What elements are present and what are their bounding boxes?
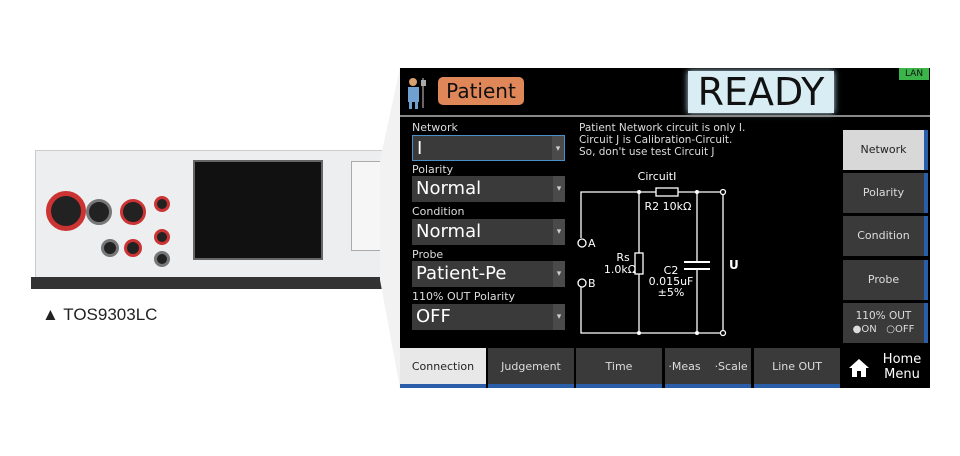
status-display: READY [688,71,834,113]
tab-line-out[interactable]: Line OUT [754,348,840,388]
condition-dropdown[interactable]: Normal ▾ [412,219,565,245]
chevron-down-icon: ▾ [553,219,565,245]
patient-icon [408,78,426,109]
device-jack [120,199,146,225]
side-button-polarity[interactable]: Polarity [843,173,928,213]
terminal-b: B [588,277,596,290]
home-label: Home [882,352,922,367]
polarity-value: Normal [416,178,482,199]
out110-polarity-dropdown[interactable]: OFF ▾ [412,304,565,330]
menu-label: Menu [884,367,920,382]
device-jack [46,191,86,231]
tab-connection[interactable]: Connection [400,348,486,388]
tab-time[interactable]: Time [576,348,662,388]
tab-judgement[interactable]: Judgement [488,348,574,388]
device-jack [154,196,170,212]
radio-off-icon: ○ [886,324,895,335]
terminal-a: A [588,237,596,250]
mode-badge: Patient [438,77,524,105]
side-button-110-out[interactable]: 110% OUT ●ON ○OFF [843,303,928,343]
chevron-down-icon: ▾ [552,136,564,160]
network-label: Network [412,121,458,134]
radio-on-icon: ● [852,324,862,335]
out110-label: 110% OUT [855,310,912,322]
condition-label: Condition [412,205,465,218]
probe-label: Probe [412,248,444,261]
side-button-condition[interactable]: Condition [843,216,928,256]
home-menu-button[interactable]: Home Menu [843,348,930,388]
probe-value: Patient-Pe [416,263,507,284]
rs-value: 1.0kΩ [604,263,636,276]
c2-tolerance: ±5% [658,286,685,299]
out110-off: OFF [895,324,915,335]
polarity-dropdown[interactable]: Normal ▾ [412,176,565,202]
chevron-down-icon: ▾ [553,261,565,287]
device-jack [86,199,112,225]
device-mini-screen [193,160,323,260]
scale-label: ·Scale [714,360,748,373]
circuit-diagram: CircuitI R2 10kΩ Rs 1.0kΩ C2 0.015uF ±5%… [577,170,739,337]
note-line: So, don't use test Circuit J [579,146,715,158]
circuit-title: CircuitI [638,170,677,183]
device-photo [31,150,401,289]
side-button-network[interactable]: Network [843,130,928,170]
device-jack [154,229,170,245]
note-line: Patient Network circuit is only I. [579,122,746,134]
c2-label: C2 [664,264,679,277]
network-note: Patient Network circuit is only I. Circu… [579,122,745,158]
polarity-label: Polarity [412,163,454,176]
network-dropdown[interactable]: I▾ [412,135,565,161]
device-jack [124,239,142,257]
c2-value: 0.015uF [649,275,694,288]
r2-label: R2 10kΩ [645,200,692,213]
meas-label: ·Meas [668,360,701,373]
side-button-probe[interactable]: Probe [843,260,928,300]
device-jack [101,239,119,257]
zoom-funnel [380,68,400,388]
network-value: I [417,138,423,159]
tab-meas-scale[interactable]: ·Meas ·Scale [665,348,751,388]
out110-on: ON [861,324,877,335]
device-jack [154,251,170,267]
probe-dropdown[interactable]: Patient-Pe ▾ [412,261,565,287]
device-caption: ▲ TOS9303LC [42,305,158,324]
tos-screen: Patient READY LAN Network I▾ Polarity No… [400,68,930,388]
chevron-down-icon: ▾ [553,176,565,202]
voltage-u: U [729,258,739,272]
rs-label: Rs [616,251,630,264]
condition-value: Normal [416,221,482,242]
out110-polarity-label: 110% OUT Polarity [412,290,516,303]
lan-indicator: LAN [899,68,929,80]
home-icon [849,359,869,377]
out110-polarity-value: OFF [416,306,451,327]
chevron-down-icon: ▾ [553,304,565,330]
note-line: Circuit J is Calibration-Circuit. [579,134,733,146]
